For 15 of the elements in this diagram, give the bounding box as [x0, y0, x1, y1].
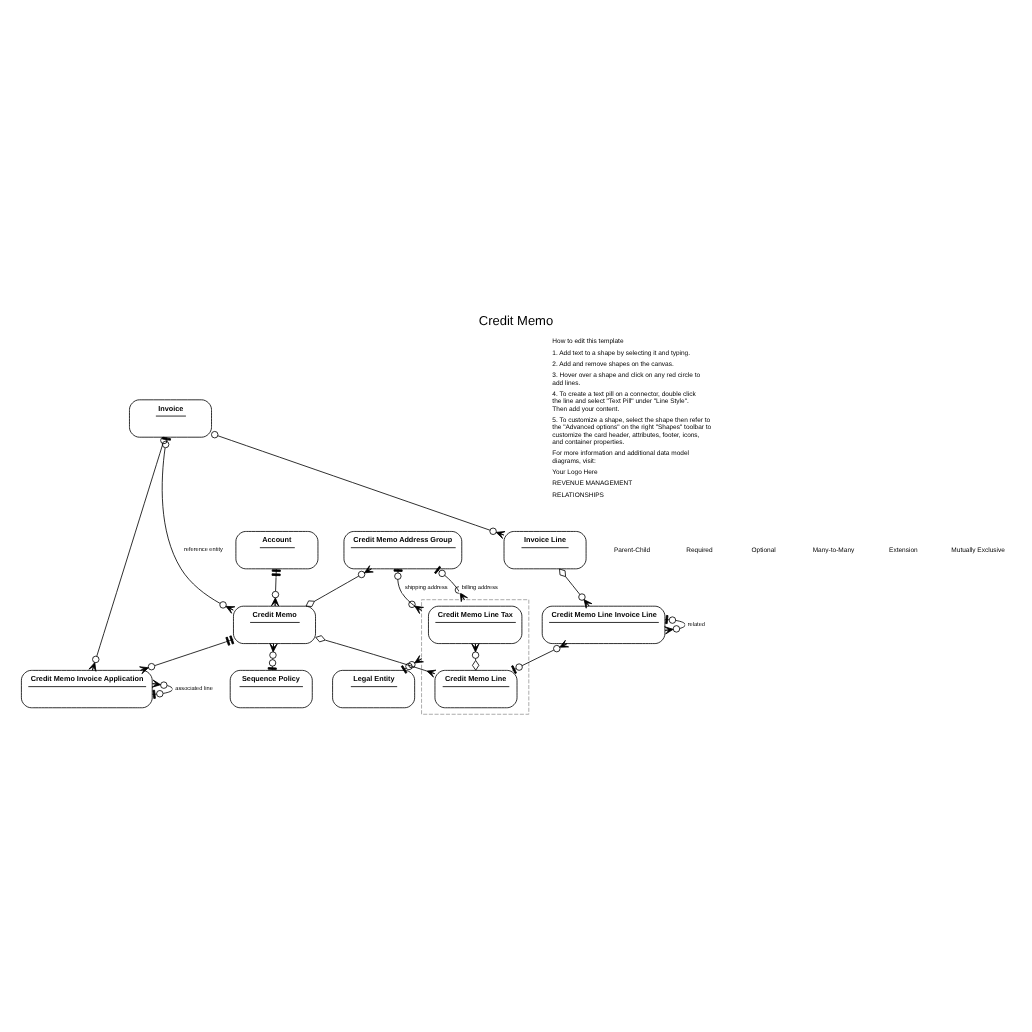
connector	[88, 436, 168, 672]
connector	[315, 635, 437, 678]
cluster	[421, 599, 530, 715]
connector	[511, 639, 569, 674]
connector	[211, 431, 506, 539]
connector	[151, 679, 173, 699]
connector	[434, 565, 468, 602]
connector	[400, 655, 424, 674]
connector	[271, 568, 281, 607]
connector	[161, 436, 236, 614]
connector	[664, 615, 686, 635]
connector	[559, 568, 593, 609]
connector	[139, 635, 235, 675]
connector	[393, 568, 424, 614]
connector	[305, 565, 374, 607]
